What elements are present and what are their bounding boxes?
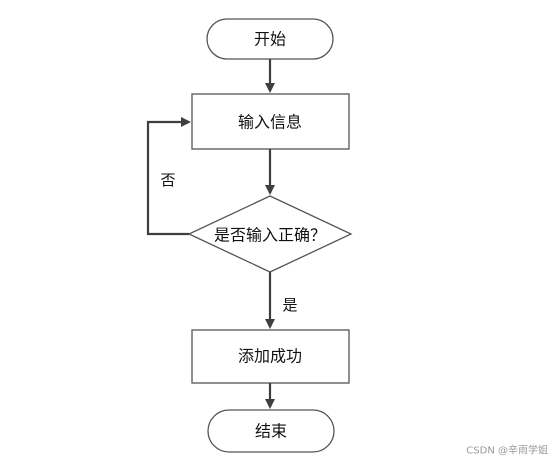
add-node-label: 添加成功 <box>238 347 302 366</box>
check-node: 是否输入正确？ <box>187 195 353 273</box>
start-node-label: 开始 <box>254 30 286 49</box>
input-node-label: 输入信息 <box>238 113 302 132</box>
end-node: 结束 <box>207 409 335 453</box>
watermark-text: CSDN @辛雨学姐 <box>466 444 548 457</box>
input-node-shape <box>191 93 350 150</box>
end-node-shape <box>207 409 335 453</box>
edge-check-no-to-input <box>146 117 191 236</box>
add-node-shape <box>191 329 350 384</box>
add-node: 添加成功 <box>191 329 350 384</box>
end-node-label: 结束 <box>255 422 287 441</box>
input-node: 输入信息 <box>191 93 350 150</box>
check-node-label: 是否输入正确？ <box>214 226 326 245</box>
edge-yes-label: 是 <box>282 296 297 314</box>
edge-no-label: 否 <box>160 171 175 189</box>
start-node: 开始 <box>206 18 334 60</box>
